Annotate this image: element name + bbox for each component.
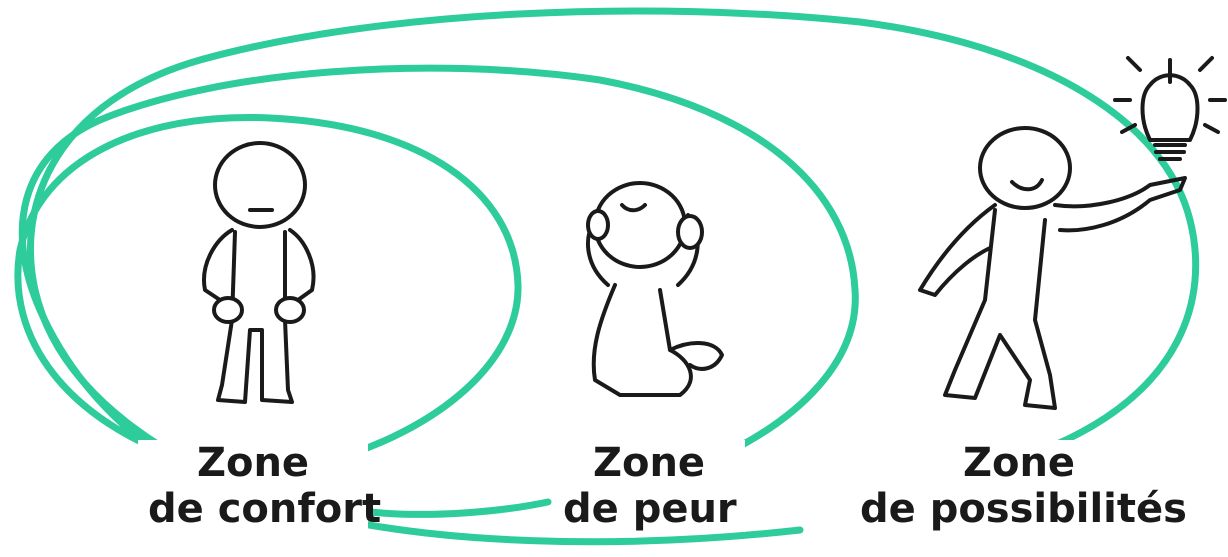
zone-label-confort: Zone de confort: [138, 440, 368, 532]
zone-peur-line2: de peur: [563, 486, 735, 532]
zone-label-possibilites: Zone de possibilités: [850, 440, 1188, 532]
zone-possibilites-line1: Zone: [860, 440, 1178, 486]
walking-figure-icon: [920, 128, 1185, 408]
zone-possibilites-line2: de possibilités: [860, 486, 1178, 532]
zone-peur-line1: Zone: [563, 440, 735, 486]
lightbulb-icon: [1115, 58, 1225, 159]
standing-figure-icon: [204, 143, 313, 402]
zone-confort-line1: Zone: [148, 440, 358, 486]
zone-label-peur: Zone de peur: [553, 440, 745, 532]
zone-confort-line2: de confort: [148, 486, 358, 532]
crouching-figure-icon: [588, 183, 722, 395]
